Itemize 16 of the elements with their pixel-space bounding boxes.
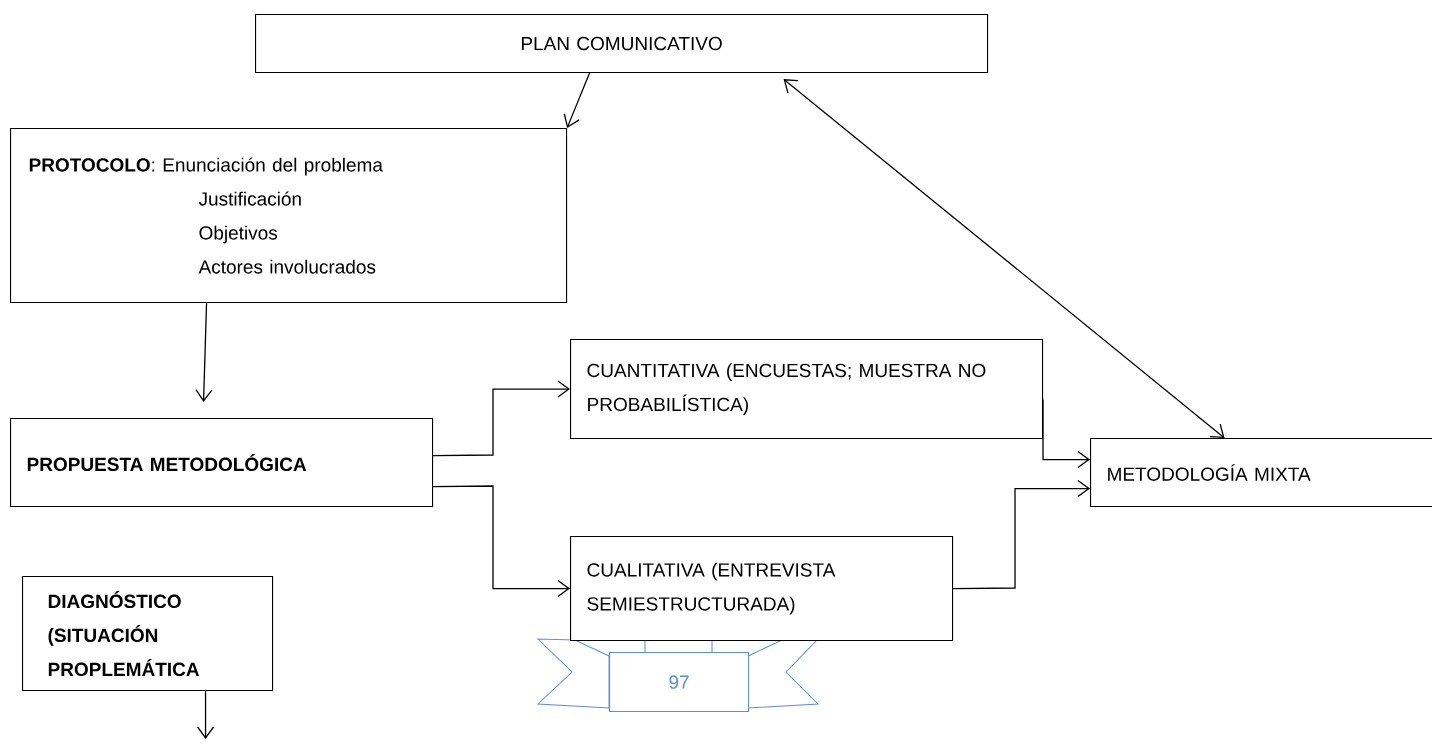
process-box: CUANTITATIVA (ENCUESTAS; MUESTRA NO PROBABILÍSTICA) — [570, 339, 1044, 440]
arrow — [952, 479, 1090, 590]
arrow — [1042, 398, 1090, 469]
arrow — [432, 485, 570, 598]
arrow — [432, 380, 570, 457]
ribbon-banner: 97 — [537, 638, 819, 713]
arrow — [563, 72, 591, 128]
arrow — [196, 690, 215, 740]
process-box: METODOLOGÍA MIXTA — [1090, 438, 1432, 508]
process-box: PLAN COMUNICATIVO — [255, 14, 989, 74]
arrow — [195, 302, 213, 402]
process-box: PROPUESTA METODOLÓGICA — [10, 418, 434, 508]
arrow — [783, 79, 1225, 438]
process-box: CUALITATIVA (ENTREVISTA SEMIESTRUCTURADA) — [570, 536, 954, 642]
process-box: DIAGNÓSTICO (SITUACIÓN PROPLEMÁTICA — [22, 576, 274, 692]
process-box: PROTOCOLO: Enunciación del problema Justificación Objetivos Actores involucrados — [10, 128, 568, 304]
